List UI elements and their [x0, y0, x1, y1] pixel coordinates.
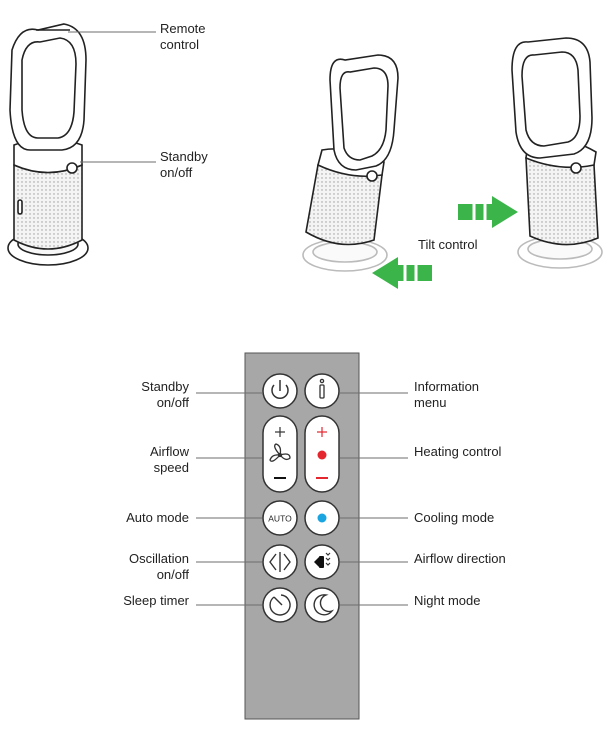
cooling-mode-label: Cooling mode	[414, 510, 495, 525]
heating-rocker[interactable]	[304, 415, 340, 493]
oscillation-button[interactable]	[262, 544, 298, 580]
heat-dot-icon	[317, 450, 327, 460]
information-label: Information menu	[414, 379, 479, 411]
info-button[interactable]	[304, 373, 340, 409]
cooling-button[interactable]	[304, 500, 340, 536]
heating-control-label: Heating control	[414, 444, 502, 459]
cool-dot-icon	[317, 513, 327, 523]
airflow-direction-label: Airflow direction	[414, 551, 506, 566]
remote-body	[244, 352, 360, 720]
auto-mode-label: Auto mode	[126, 510, 189, 525]
remote-control-label-line1: Remote	[160, 21, 206, 36]
remote-control-label: Remote control	[160, 21, 206, 53]
oscillation-icon	[269, 552, 291, 572]
sleep-timer-label: Sleep timer	[123, 593, 189, 608]
oscillation-label-line2: on/off	[156, 567, 189, 582]
plus-icon	[275, 427, 285, 437]
standby-label: Standby on/off	[141, 379, 189, 411]
standby-top-label-line2: on/off	[160, 165, 193, 180]
moon-icon	[313, 594, 335, 616]
standby-top-label-line1: Standby	[160, 149, 208, 164]
airflow-direction-icon	[314, 552, 331, 568]
remote-control-label-line2: control	[160, 37, 200, 52]
airflow-speed-label: Airflow speed	[150, 444, 189, 476]
remote-leader-lines	[196, 392, 408, 606]
standby-label-line2: on/off	[156, 395, 189, 410]
standby-label-line1: Standby	[141, 379, 189, 394]
auto-mode-button[interactable]: AUTO	[262, 500, 298, 536]
airflow-speed-label-line2: speed	[153, 460, 189, 475]
purifier-tilted-back-illustration	[511, 37, 603, 269]
information-label-line1: Information	[414, 379, 480, 394]
oscillation-label: Oscillation on/off	[129, 551, 189, 583]
airflow-speed-rocker[interactable]	[262, 415, 298, 493]
sleep-timer-button[interactable]	[262, 587, 298, 623]
information-label-line2: menu	[414, 395, 447, 410]
tilt-control-label: Tilt control	[418, 237, 478, 252]
oscillation-label-line1: Oscillation	[129, 551, 189, 566]
auto-label: AUTO	[268, 514, 292, 524]
tilt-arrow-left	[372, 257, 432, 289]
info-icon	[319, 378, 325, 399]
standby-top-label: Standby on/off	[160, 149, 208, 181]
airflow-direction-button[interactable]	[304, 544, 340, 580]
standby-button[interactable]	[262, 373, 298, 409]
night-mode-button[interactable]	[304, 587, 340, 623]
purifier-tilted-illustration	[302, 54, 399, 272]
purifier-front-illustration	[7, 23, 89, 266]
fan-icon	[269, 443, 291, 462]
night-mode-label: Night mode	[414, 593, 481, 608]
heat-plus-icon	[317, 427, 327, 437]
airflow-speed-label-line1: Airflow	[149, 444, 189, 459]
sleep-timer-icon	[269, 594, 291, 616]
tilt-arrow-right	[458, 196, 518, 228]
power-icon	[271, 380, 289, 400]
